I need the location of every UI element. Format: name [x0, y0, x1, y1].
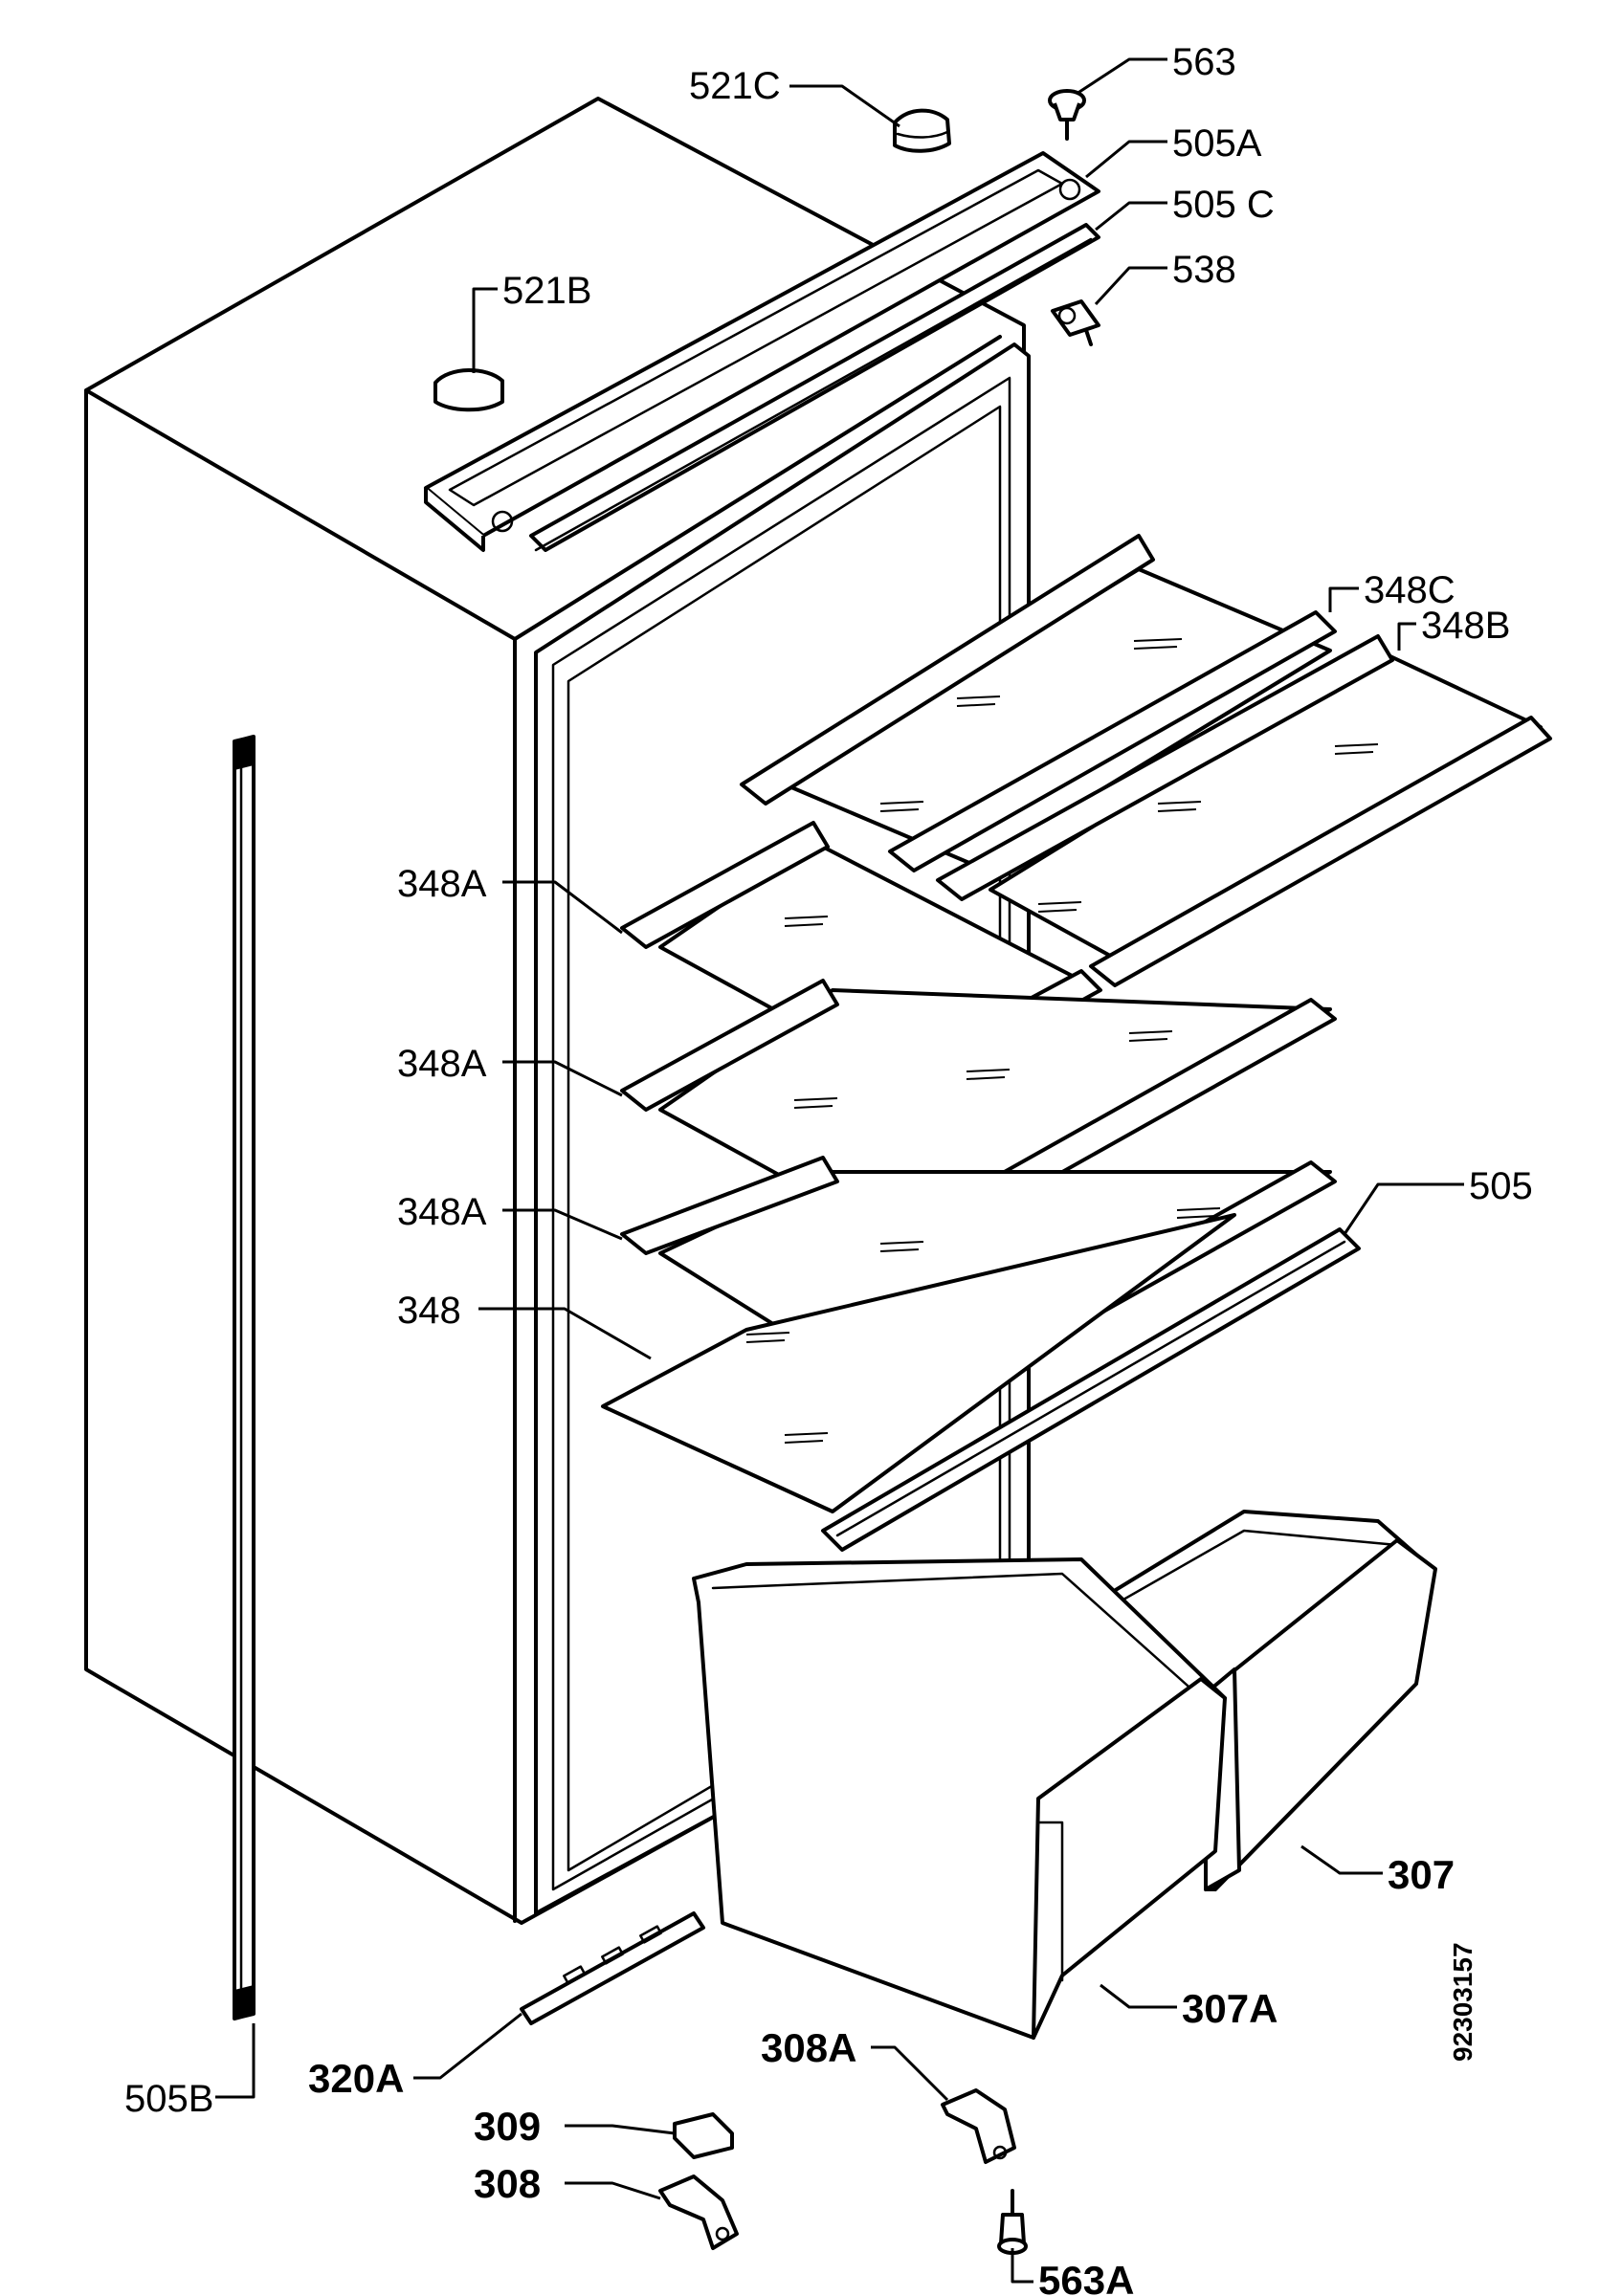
top-hinge-bar-505a [424, 151, 1100, 552]
label-307a: 307A [1182, 1986, 1278, 2031]
bracket-308a [941, 2088, 1016, 2164]
label-307: 307 [1388, 1852, 1455, 1897]
label-348c: 348C [1364, 569, 1455, 611]
label-521c: 521C [689, 65, 781, 107]
document-number: 92303157 [1448, 1942, 1478, 2062]
hinge-538 [1051, 299, 1100, 346]
label-308: 308 [474, 2161, 541, 2206]
label-505: 505 [1469, 1165, 1533, 1207]
shelf-348b [936, 634, 1552, 987]
gasket-strip-505b [233, 735, 256, 2020]
clip-309 [673, 2112, 734, 2159]
label-505c: 505 C [1172, 184, 1275, 226]
label-563a: 563A [1038, 2258, 1134, 2296]
label-505b: 505B [124, 2078, 213, 2120]
label-348a-2: 348A [397, 1043, 487, 1085]
label-521b: 521B [502, 270, 591, 312]
crisper-drawer-307a [692, 1557, 1227, 2040]
label-348b: 348B [1421, 605, 1510, 647]
gasket-strip-505c [529, 223, 1100, 552]
label-320a: 320A [308, 2056, 404, 2101]
gasket-rod-505 [821, 1227, 1361, 1552]
bottom-rail-320a [520, 1911, 705, 2025]
label-348a-3: 348A [397, 1191, 487, 1233]
bracket-308 [658, 2175, 739, 2250]
label-308a: 308A [761, 2025, 856, 2070]
label-563: 563 [1172, 41, 1236, 83]
hinge-pin-563 [1048, 89, 1086, 141]
label-348a-1: 348A [397, 863, 487, 905]
label-538: 538 [1172, 249, 1236, 291]
label-348: 348 [397, 1290, 461, 1332]
shelf-348c [740, 534, 1337, 872]
foot-563a [997, 2189, 1028, 2255]
label-309: 309 [474, 2104, 541, 2149]
part-labels: 563 521C 505A 505 C 521B 538 348C 348B 3… [124, 41, 1533, 2296]
label-505a: 505A [1172, 122, 1262, 165]
shelf-348 [601, 1213, 1236, 1513]
leader-lines [215, 57, 1464, 2284]
cap-521c [893, 108, 951, 153]
cap-521b [433, 368, 504, 412]
